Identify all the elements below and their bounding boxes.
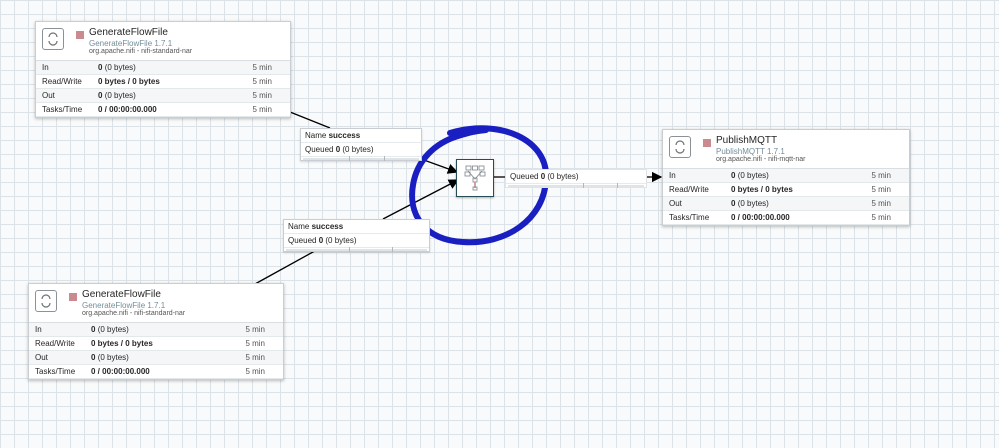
processor-bundle: org.apache.nifi - nifi-standard-nar xyxy=(89,48,193,55)
connection-label-funnel-out[interactable]: Queued 0 (0 bytes) xyxy=(505,169,647,188)
processor-type: GenerateFlowFile 1.7.1 xyxy=(89,39,173,48)
processor-icon xyxy=(669,136,691,158)
connection-backpressure-bar xyxy=(508,183,644,188)
stopped-state-icon xyxy=(69,293,77,301)
processor-type: PublishMQTT 1.7.1 xyxy=(716,147,785,156)
processor-title: PublishMQTT xyxy=(716,135,778,146)
connection-backpressure-bar xyxy=(286,247,427,252)
processor-icon xyxy=(35,290,57,312)
processor-title: GenerateFlowFile xyxy=(82,289,161,300)
connection-line-gen1-to-funnel[interactable] xyxy=(289,111,331,129)
connection-line-gen2-to-funnel-2[interactable] xyxy=(382,179,460,220)
connection-line-gen2-to-funnel[interactable] xyxy=(254,246,323,285)
processor-title: GenerateFlowFile xyxy=(89,27,168,38)
connection-label-success-1[interactable]: Name success Queued 0 (0 bytes) xyxy=(300,128,422,161)
processor-header: GenerateFlowFile GenerateFlowFile 1.7.1 … xyxy=(36,22,290,61)
processor-generateflowfile-1[interactable]: GenerateFlowFile GenerateFlowFile 1.7.1 … xyxy=(35,21,291,118)
connection-label-success-2[interactable]: Name success Queued 0 (0 bytes) xyxy=(283,219,430,252)
processor-header: PublishMQTT PublishMQTT 1.7.1 org.apache… xyxy=(663,130,909,169)
funnel-icon xyxy=(464,165,486,191)
processor-publishmqtt[interactable]: PublishMQTT PublishMQTT 1.7.1 org.apache… xyxy=(662,129,910,226)
processor-icon xyxy=(42,28,64,50)
processor-bundle: org.apache.nifi - nifi-standard-nar xyxy=(82,310,186,317)
processor-bundle: org.apache.nifi - nifi-mqtt-nar xyxy=(716,156,806,163)
funnel[interactable] xyxy=(456,159,494,197)
stopped-state-icon xyxy=(703,139,711,147)
connection-queued-row: Queued 0 (0 bytes) xyxy=(506,170,646,184)
processor-generateflowfile-2[interactable]: GenerateFlowFile GenerateFlowFile 1.7.1 … xyxy=(28,283,284,380)
connection-backpressure-bar xyxy=(303,156,419,161)
processor-type: GenerateFlowFile 1.7.1 xyxy=(82,301,166,310)
stopped-state-icon xyxy=(76,31,84,39)
processor-header: GenerateFlowFile GenerateFlowFile 1.7.1 … xyxy=(29,284,283,323)
connection-queued-row: Queued 0 (0 bytes) xyxy=(284,234,429,248)
connection-name-row: Name success xyxy=(284,220,429,234)
connection-name-row: Name success xyxy=(301,129,421,143)
connection-queued-row: Queued 0 (0 bytes) xyxy=(301,143,421,157)
